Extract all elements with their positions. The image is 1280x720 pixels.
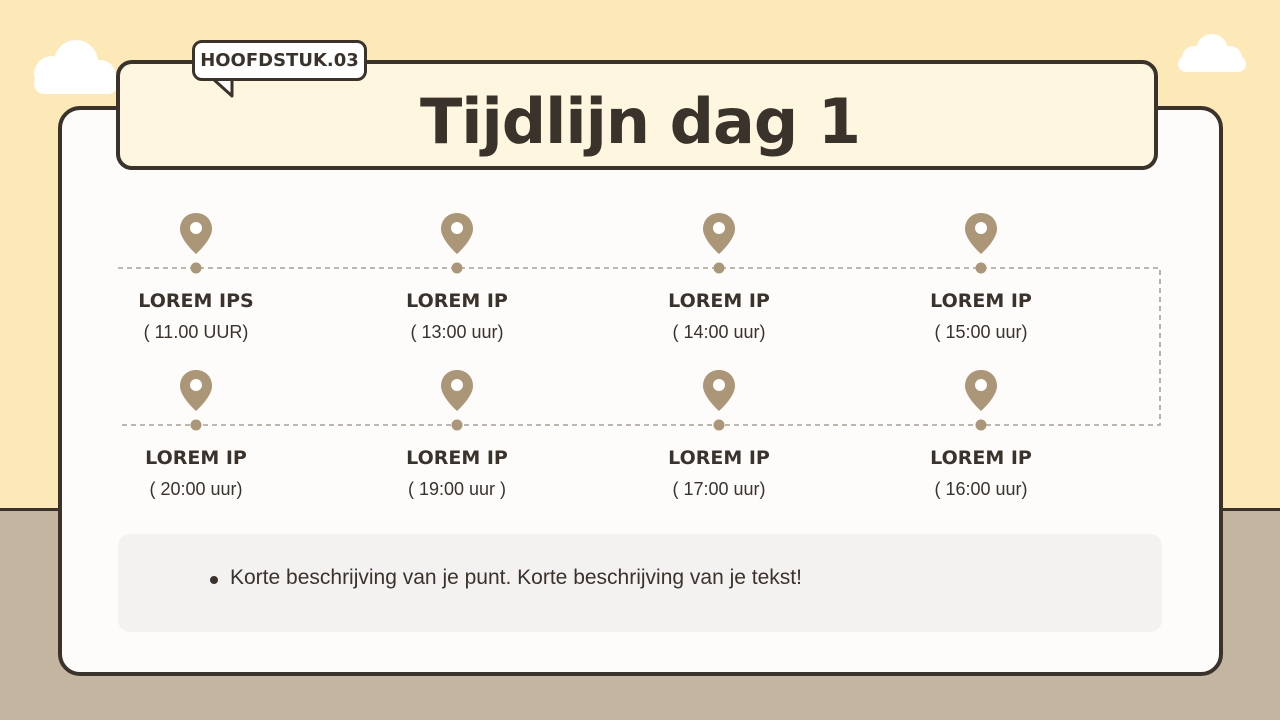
stop-time: ( 13:00 uur) xyxy=(410,322,504,342)
map-pin-icon xyxy=(965,370,997,431)
map-pin-icon xyxy=(703,370,735,431)
map-pin-icon xyxy=(441,213,473,274)
cloud-right-icon xyxy=(1178,34,1246,72)
bullet-icon xyxy=(210,576,218,584)
stop-time: ( 11.00 UUR) xyxy=(143,322,249,342)
stop-title: LOREM IP xyxy=(406,447,508,469)
map-pin-icon xyxy=(441,370,473,431)
stop-title: LOREM IP xyxy=(930,290,1032,312)
stop-time: ( 17:00 uur) xyxy=(672,479,766,499)
stop-time: ( 15:00 uur) xyxy=(934,322,1028,342)
map-pin-icon xyxy=(965,213,997,274)
stop-time: ( 19:00 uur ) xyxy=(407,479,507,499)
cloud-left-icon xyxy=(34,40,118,94)
note-box xyxy=(118,534,1162,632)
stop-title: LOREM IP xyxy=(406,290,508,312)
page-title: Tijdlijn dag 1 xyxy=(420,85,861,158)
stop-time: ( 16:00 uur) xyxy=(934,479,1028,499)
stop-time: ( 20:00 uur) xyxy=(149,479,243,499)
map-pin-icon xyxy=(703,213,735,274)
chapter-tag: HOOFDSTUK.03 xyxy=(192,40,367,81)
stop-time: ( 14:00 uur) xyxy=(672,322,766,342)
map-pin-icon xyxy=(180,370,212,431)
stop-title: LOREM IPS xyxy=(138,290,254,312)
stop-title: LOREM IP xyxy=(668,447,770,469)
stop-title: LOREM IP xyxy=(668,290,770,312)
stop-title: LOREM IP xyxy=(930,447,1032,469)
stop-title: LOREM IP xyxy=(145,447,247,469)
map-pin-icon xyxy=(180,213,212,274)
note-text: Korte beschrijving van je punt. Korte be… xyxy=(230,566,802,589)
